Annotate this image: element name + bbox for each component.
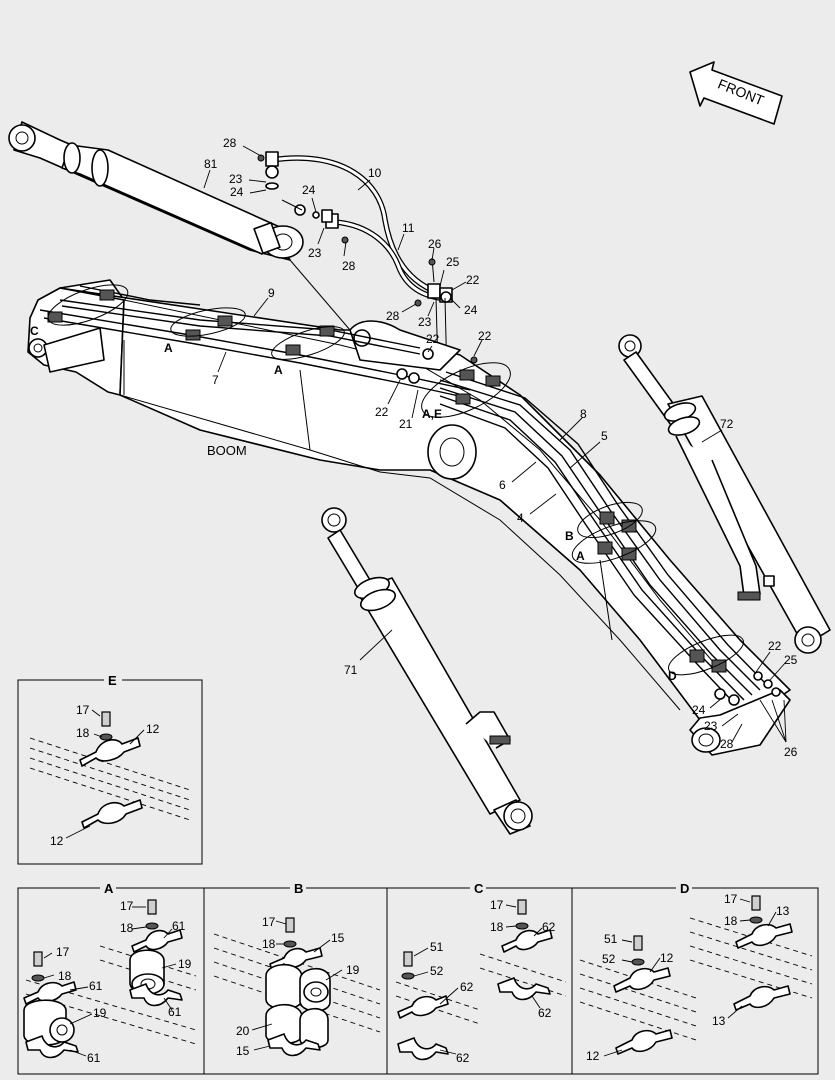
detail-E-12b: 12 — [50, 834, 64, 848]
detail-D-13a: 13 — [776, 904, 790, 918]
callout-24d: 24 — [692, 703, 706, 717]
callout-A1: A — [164, 341, 173, 355]
detail-markers — [47, 284, 744, 676]
callout-25b: 25 — [784, 653, 798, 667]
callout-23d: 23 — [704, 719, 718, 733]
callout-5: 5 — [601, 429, 608, 443]
detail-B-15b: 15 — [236, 1044, 250, 1058]
detail-A-17b: 17 — [56, 945, 70, 959]
detail-A-19b: 19 — [93, 1006, 107, 1020]
detail-A: A 17 18 61 19 61 17 18 — [23, 881, 197, 1065]
detail-B-title: B — [294, 881, 303, 896]
detail-E-18: 18 — [76, 726, 90, 740]
arm-cylinder-81 — [8, 121, 304, 261]
detail-E-12a: 12 — [146, 722, 160, 736]
callout-71: 71 — [344, 663, 358, 677]
callout-23c: 23 — [418, 315, 432, 329]
detail-C-62c: 62 — [460, 980, 474, 994]
detail-D-title: D — [680, 881, 689, 896]
callout-22d: 22 — [375, 405, 389, 419]
callout-11: 11 — [402, 221, 415, 235]
callout-23b: 23 — [308, 246, 322, 260]
detail-E-17: 17 — [76, 703, 90, 717]
detail-C-17: 17 — [490, 898, 504, 912]
callout-22b: 22 — [478, 329, 492, 343]
callout-28c: 28 — [386, 309, 400, 323]
hoses-10-11 — [257, 151, 443, 331]
callout-4: 4 — [517, 511, 524, 525]
callout-22a: 22 — [466, 273, 480, 287]
detail-A-61d: 61 — [87, 1051, 101, 1065]
detail-B: B 17 18 15 19 20 15 — [213, 881, 381, 1058]
callout-B: B — [565, 529, 574, 543]
boom-cylinder-72 — [618, 334, 831, 654]
detail-E: E 17 18 12 12 — [17, 673, 203, 865]
detail-C: C 17 18 62 62 51 52 62 62 — [395, 881, 567, 1065]
boom-label: BOOM — [207, 443, 247, 458]
detail-D-13b: 13 — [712, 1014, 726, 1028]
callout-10: 10 — [368, 166, 382, 180]
detail-D-17: 17 — [724, 892, 738, 906]
boom-cylinder-71 — [321, 507, 533, 835]
detail-D-52: 52 — [602, 952, 616, 966]
detail-C-title: C — [474, 881, 484, 896]
detail-C-52: 52 — [430, 964, 444, 978]
callout-22c: 22 — [426, 332, 440, 346]
detail-D-12b: 12 — [586, 1049, 600, 1063]
callout-28d: 28 — [720, 737, 734, 751]
detail-C-62d: 62 — [456, 1051, 470, 1065]
detail-A-title: A — [104, 881, 114, 896]
detail-D-51: 51 — [604, 932, 618, 946]
detail-E-title: E — [108, 673, 117, 688]
detail-B-20: 20 — [236, 1024, 250, 1038]
callout-9: 9 — [268, 286, 275, 300]
detail-B-19: 19 — [346, 963, 360, 977]
callout-A2: A — [274, 363, 283, 377]
detail-C-51: 51 — [430, 940, 444, 954]
callout-28a: 28 — [223, 136, 237, 150]
detail-B-15a: 15 — [331, 931, 345, 945]
detail-D-12a: 12 — [660, 951, 674, 965]
callout-26: 26 — [428, 237, 442, 251]
detail-A-61b: 61 — [168, 1005, 182, 1019]
detail-B-17: 17 — [262, 915, 276, 929]
detail-D-18: 18 — [724, 914, 738, 928]
callout-25: 25 — [446, 255, 460, 269]
callout-D: D — [668, 669, 677, 683]
main-callouts: 28 81 23 24 24 10 23 28 11 26 25 22 24 2… — [30, 136, 798, 759]
detail-A-17a: 17 — [120, 899, 134, 913]
detail-A-19a: 19 — [178, 957, 192, 971]
callout-24b: 24 — [302, 183, 316, 197]
detail-D: D 17 18 13 51 52 12 13 12 — [579, 881, 813, 1063]
callout-A3: A — [576, 549, 585, 563]
callout-81: 81 — [204, 157, 218, 171]
callout-7: 7 — [212, 373, 219, 387]
callout-C: C — [30, 324, 39, 338]
leaders-main — [203, 145, 787, 743]
detail-C-18: 18 — [490, 920, 504, 934]
callout-24c: 24 — [464, 303, 478, 317]
callout-21: 21 — [399, 417, 413, 431]
callout-24a: 24 — [230, 185, 244, 199]
callout-22e: 22 — [768, 639, 782, 653]
callout-AE: A,E — [422, 407, 442, 421]
callout-23a: 23 — [229, 172, 243, 186]
detail-A-18b: 18 — [58, 969, 72, 983]
detail-A-61c: 61 — [89, 979, 103, 993]
detail-A-18a: 18 — [120, 921, 134, 935]
callout-26b: 26 — [784, 745, 798, 759]
detail-C-62a: 62 — [542, 920, 556, 934]
detail-B-18: 18 — [262, 937, 276, 951]
callout-28b: 28 — [342, 259, 356, 273]
callout-8: 8 — [580, 407, 587, 421]
detail-C-62b: 62 — [538, 1006, 552, 1020]
detail-A-61a: 61 — [172, 919, 186, 933]
callout-6: 6 — [499, 478, 506, 492]
callout-72: 72 — [720, 417, 734, 431]
front-arrow: FRONT — [689, 61, 783, 125]
